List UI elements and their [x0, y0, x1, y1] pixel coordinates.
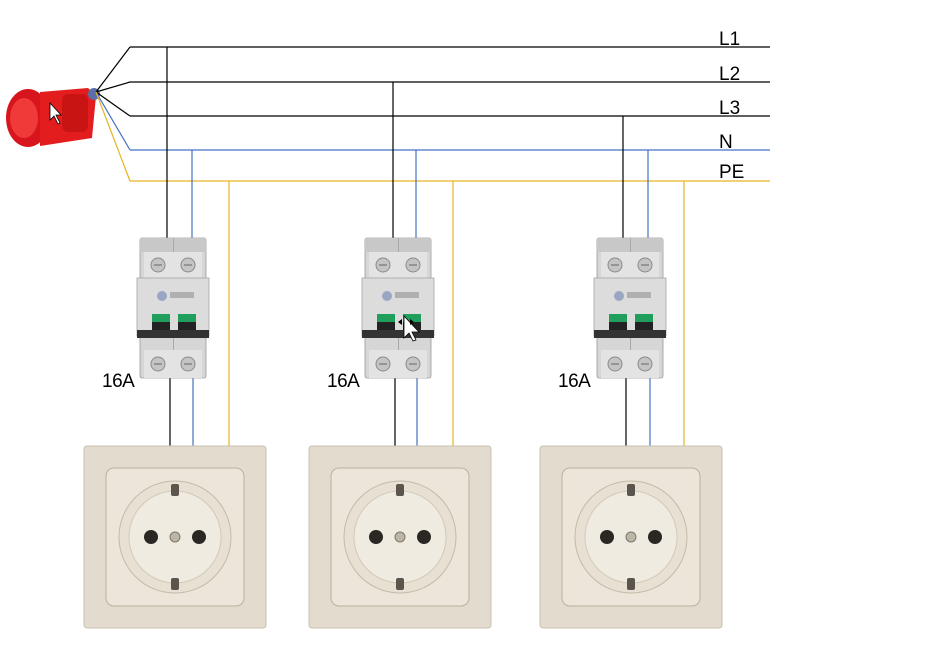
socket-3 — [539, 445, 723, 629]
drop-wires-bottom — [169, 378, 651, 446]
bus-label-l3: L3 — [719, 98, 741, 119]
drop-wires-top — [166, 47, 685, 446]
breaker-1[interactable] — [136, 237, 210, 379]
breaker-3[interactable] — [593, 237, 667, 379]
bus-label-pe: PE — [719, 162, 745, 183]
breaker-2[interactable] — [361, 237, 435, 379]
cee-plug-icon — [6, 88, 100, 147]
move-cursor-icon — [398, 314, 420, 342]
mouse-cursor-icon — [49, 101, 62, 125]
bus-label-n: N — [719, 132, 733, 153]
bus-bars — [130, 46, 770, 182]
breaker-1-rating: 16A — [102, 371, 135, 392]
plug-fanout-wires — [95, 46, 131, 182]
breaker-3-rating: 16A — [558, 371, 591, 392]
bus-label-l2: L2 — [719, 64, 741, 85]
bus-label-l1: L1 — [719, 29, 741, 50]
socket-2 — [308, 445, 492, 629]
socket-1 — [83, 445, 267, 629]
breaker-2-rating: 16A — [327, 371, 360, 392]
